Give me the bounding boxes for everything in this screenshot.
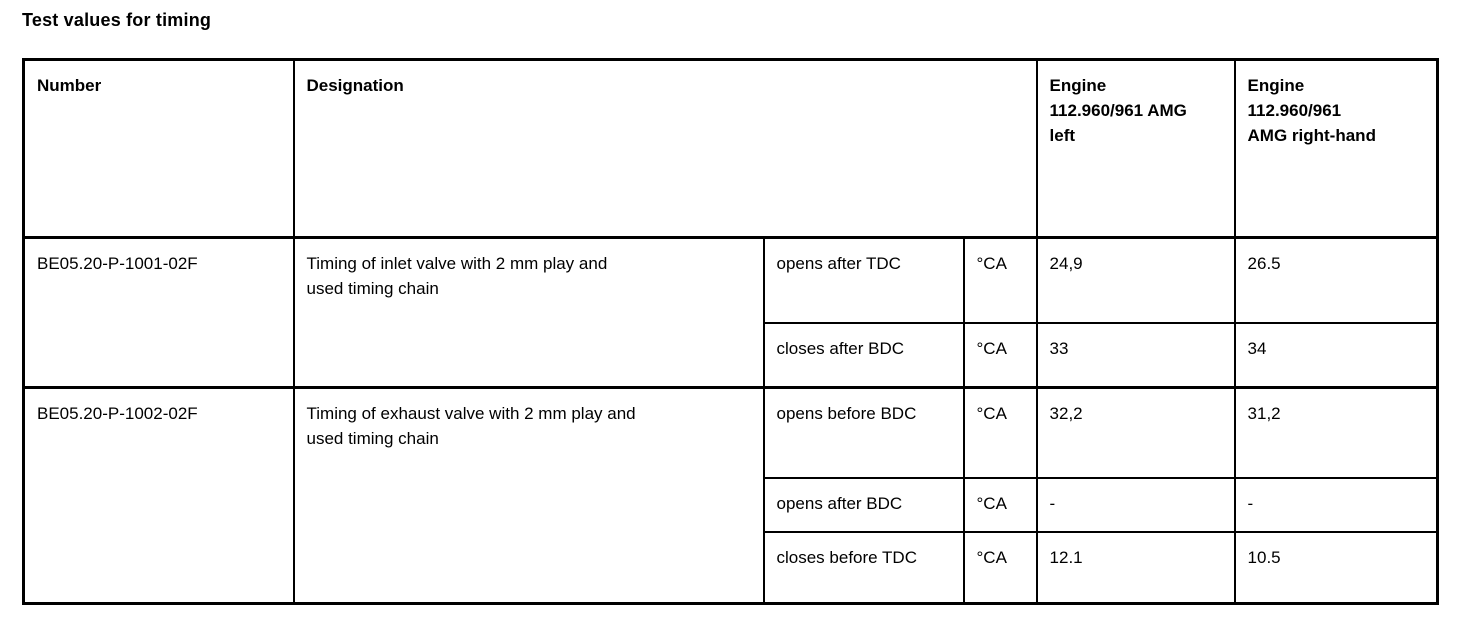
unit-cell: °CA — [962, 321, 1038, 389]
unit-cell: °CA — [962, 476, 1038, 533]
table-row: closes after BDC °CA 33 34 — [24, 321, 1439, 389]
condition-cell: opens before BDC — [762, 386, 965, 479]
value-cell-engine-right: 10.5 — [1233, 530, 1439, 605]
designation-cell: Timing of exhaust valve with 2 mm play a… — [292, 386, 765, 605]
header-engine-left: Engine 112.960/961 AMG left — [1035, 58, 1236, 239]
document-body: Test values for timing Number Designatio… — [22, 10, 1440, 605]
condition-cell: opens after TDC — [762, 236, 965, 324]
table-row: BE05.20-P-1002-02F Timing of exhaust val… — [22, 386, 1439, 605]
unit-cell: °CA — [962, 386, 1038, 479]
value-cell-engine-left: 24,9 — [1035, 236, 1236, 324]
header-designation: Designation — [292, 58, 1038, 239]
condition-cell: closes before TDC — [762, 530, 965, 605]
header-number: Number — [22, 58, 295, 239]
value-cell-engine-right: 34 — [1233, 321, 1439, 389]
number-cell: BE05.20-P-1001-02F — [22, 236, 295, 389]
value-cell-engine-left: 12.1 — [1035, 530, 1236, 605]
table-row: BE05.20-P-1001-02F Timing of inlet valve… — [22, 236, 1439, 389]
value-cell-engine-right: 26.5 — [1233, 236, 1439, 324]
condition-cell: opens after BDC — [762, 476, 965, 533]
unit-cell: °CA — [962, 236, 1038, 324]
header-row: Number Designation Engine 112.960/961 AM… — [22, 58, 1439, 239]
table-row: opens after BDC °CA - - — [24, 476, 1439, 533]
unit-cell: °CA — [962, 530, 1038, 605]
header-engine-right: Engine 112.960/961 AMG right-hand — [1233, 58, 1439, 239]
designation-cell: Timing of inlet valve with 2 mm play and… — [292, 236, 765, 389]
value-cell-engine-left: 33 — [1035, 321, 1236, 389]
value-cell-engine-right: 31,2 — [1233, 386, 1439, 479]
value-cell-engine-right: - — [1233, 476, 1439, 533]
timing-values-table: Number Designation Engine 112.960/961 AM… — [22, 58, 1440, 605]
value-cell-engine-left: - — [1035, 476, 1236, 533]
table-row: closes before TDC °CA 12.1 10.5 — [24, 530, 1439, 605]
value-cell-engine-left: 32,2 — [1035, 386, 1236, 479]
number-cell: BE05.20-P-1002-02F — [22, 386, 295, 605]
page-title: Test values for timing — [22, 10, 212, 30]
condition-cell: closes after BDC — [762, 321, 965, 389]
